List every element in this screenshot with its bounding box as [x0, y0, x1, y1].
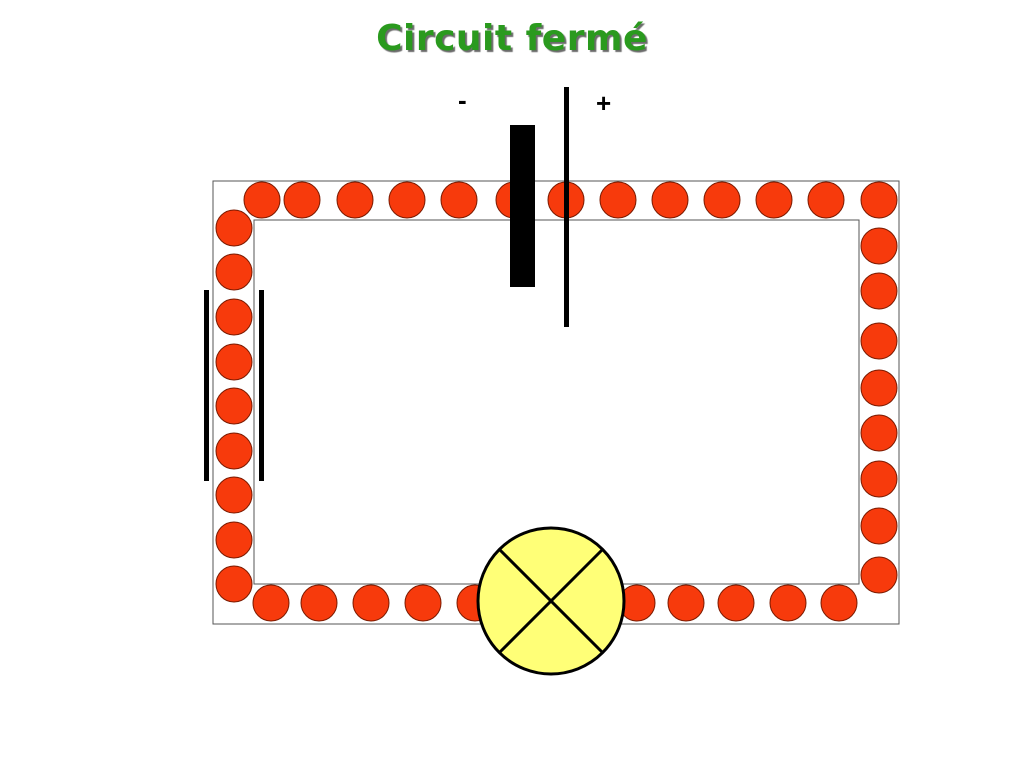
electron-left [215, 298, 253, 336]
electron-bottom [300, 584, 338, 622]
lamp [476, 526, 626, 676]
electron-left [215, 476, 253, 514]
electron-right [860, 507, 898, 545]
electron-top [860, 181, 898, 219]
electron-bottom [667, 584, 705, 622]
electron-top [388, 181, 426, 219]
battery-positive-label: + [596, 88, 612, 118]
electron-top [651, 181, 689, 219]
electron-right [860, 322, 898, 360]
page-title: Circuit fermé [376, 18, 648, 59]
switch-right-bar [259, 290, 264, 481]
electron-left [215, 343, 253, 381]
electron-top [243, 181, 281, 219]
electron-top [807, 181, 845, 219]
electron-top [283, 181, 321, 219]
electron-left [215, 209, 253, 247]
electron-bottom [717, 584, 755, 622]
battery-negative-plate [510, 125, 535, 287]
electron-right [860, 460, 898, 498]
electron-left [215, 521, 253, 559]
battery-negative-label: - [458, 85, 467, 115]
electron-right [860, 227, 898, 265]
switch-left-bar [204, 290, 209, 481]
electron-right [860, 272, 898, 310]
electron-bottom [352, 584, 390, 622]
electron-left [215, 432, 253, 470]
lamp-cross-line-2 [497, 547, 605, 655]
electron-left [215, 565, 253, 603]
electron-right [860, 369, 898, 407]
electron-right [860, 556, 898, 594]
electron-left [215, 387, 253, 425]
electron-top [755, 181, 793, 219]
electron-top [599, 181, 637, 219]
electron-bottom [769, 584, 807, 622]
electron-bottom [820, 584, 858, 622]
electron-right [860, 414, 898, 452]
electron-bottom [404, 584, 442, 622]
electron-top [703, 181, 741, 219]
electron-left [215, 253, 253, 291]
electron-top [336, 181, 374, 219]
electron-bottom [252, 584, 290, 622]
battery-positive-plate [564, 87, 569, 327]
electron-top [440, 181, 478, 219]
